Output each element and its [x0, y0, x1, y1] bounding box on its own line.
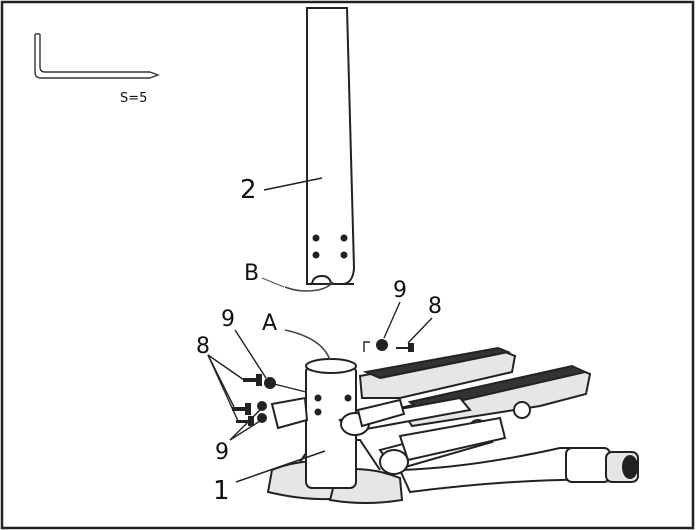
allen-key-icon	[34, 33, 160, 79]
leader-part-2	[263, 177, 323, 191]
washer-icon	[376, 339, 388, 351]
leader-cable-b	[261, 277, 285, 288]
stepper-base	[266, 346, 639, 504]
screw-icon	[243, 374, 262, 386]
leader-screw-8-right	[407, 317, 433, 344]
cable-b	[284, 281, 334, 292]
callout-screw-8-right: 8	[428, 294, 442, 319]
callout-washer-9-left-top: 9	[221, 307, 235, 332]
screw-icon	[232, 403, 251, 415]
screw-icon	[236, 416, 254, 426]
callout-cable-a: A	[262, 311, 277, 336]
callout-washer-9-right: 9	[393, 278, 407, 303]
tool-size-label: S=5	[120, 91, 147, 106]
left-hardware	[232, 374, 276, 426]
callout-cable-b: B	[244, 261, 259, 286]
callout-part-1: 1	[213, 476, 230, 506]
leader-washer-9-left-bottom	[229, 409, 261, 441]
right-hardware	[363, 339, 414, 352]
screw-icon	[396, 343, 414, 352]
leader-screw-8-left	[207, 354, 245, 422]
leader-washer-9-right	[383, 301, 401, 339]
washer-icon	[257, 401, 267, 411]
leader-part-1	[235, 450, 326, 483]
upright-tube	[306, 7, 356, 286]
leader-washer-9-left-top	[234, 329, 267, 379]
callout-screw-8-left: 8	[196, 334, 210, 359]
hardware-axis-line	[269, 382, 307, 393]
callout-part-2: 2	[240, 175, 257, 205]
cable-a	[284, 329, 331, 361]
callout-washer-9-left-bottom: 9	[215, 440, 229, 465]
